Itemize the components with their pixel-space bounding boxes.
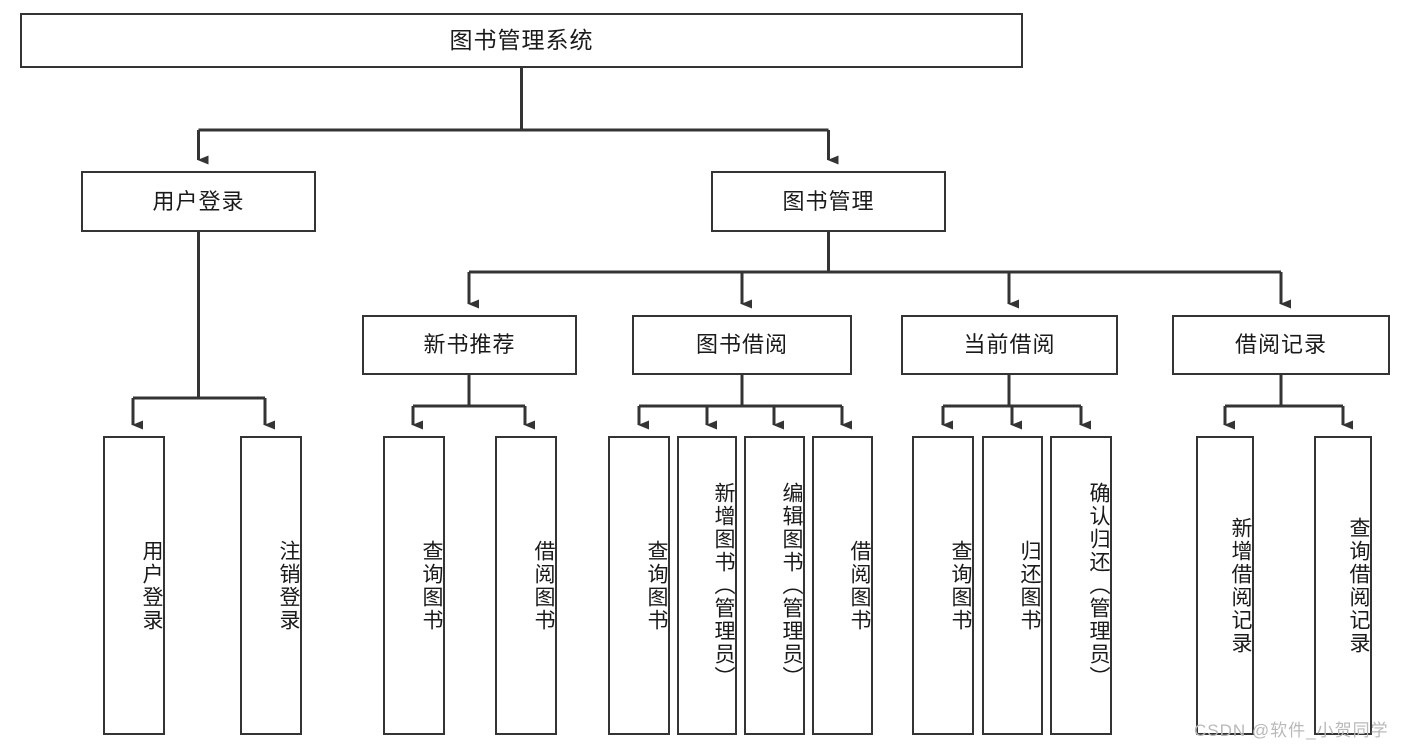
node-root-system[interactable]: 图书管理系统	[20, 13, 1023, 68]
leaf-borrow-book[interactable]: 借阅图书	[812, 436, 873, 735]
node-label: 新增借阅记录	[1229, 516, 1252, 655]
node-book-borrow[interactable]: 图书借阅	[632, 315, 852, 375]
node-label: 新书推荐	[423, 332, 516, 358]
node-label: 用户登录	[140, 539, 163, 632]
leaf-user-login[interactable]: 用户登录	[103, 436, 165, 735]
node-label: 图书借阅	[695, 332, 788, 358]
node-label: 查询图书	[645, 539, 668, 632]
leaf-query-book-current[interactable]: 查询图书	[912, 436, 974, 735]
node-label: 注销登录	[277, 539, 300, 632]
leaf-confirm-return-admin[interactable]: 确认归还（管理员）	[1050, 436, 1112, 735]
node-borrow-record[interactable]: 借阅记录	[1172, 315, 1390, 375]
leaf-query-book-borrow[interactable]: 查询图书	[608, 436, 670, 735]
leaf-query-book-new[interactable]: 查询图书	[383, 436, 445, 735]
node-label: 图书管理	[782, 188, 875, 214]
node-current-borrow[interactable]: 当前借阅	[901, 315, 1118, 375]
node-label: 查询借阅记录	[1347, 516, 1370, 655]
node-label: 新增图书（管理员）	[712, 482, 735, 689]
leaf-add-book-admin[interactable]: 新增图书（管理员）	[677, 436, 737, 735]
node-book-management[interactable]: 图书管理	[711, 171, 946, 232]
leaf-query-borrow-record[interactable]: 查询借阅记录	[1314, 436, 1372, 735]
node-label: 查询图书	[420, 539, 443, 632]
node-label: 当前借阅	[963, 332, 1056, 358]
node-label: 借阅图书	[848, 539, 871, 632]
leaf-return-book[interactable]: 归还图书	[982, 436, 1043, 735]
node-label: 借阅图书	[532, 539, 555, 632]
node-label: 确认归还（管理员）	[1087, 482, 1110, 689]
node-label: 用户登录	[152, 188, 245, 214]
leaf-edit-book-admin[interactable]: 编辑图书（管理员）	[744, 436, 805, 735]
leaf-borrow-book-new[interactable]: 借阅图书	[495, 436, 557, 735]
node-label: 编辑图书（管理员）	[780, 482, 803, 689]
node-label: 查询图书	[949, 539, 972, 632]
csdn-watermark: CSDN @软件_小贺同学	[1194, 721, 1389, 740]
node-new-book-recommend[interactable]: 新书推荐	[362, 315, 577, 375]
node-label: 归还图书	[1018, 539, 1041, 632]
leaf-add-borrow-record[interactable]: 新增借阅记录	[1196, 436, 1254, 735]
node-label: 图书管理系统	[449, 27, 594, 54]
node-user-login[interactable]: 用户登录	[81, 171, 316, 232]
node-label: 借阅记录	[1234, 332, 1327, 358]
leaf-logout[interactable]: 注销登录	[240, 436, 302, 735]
